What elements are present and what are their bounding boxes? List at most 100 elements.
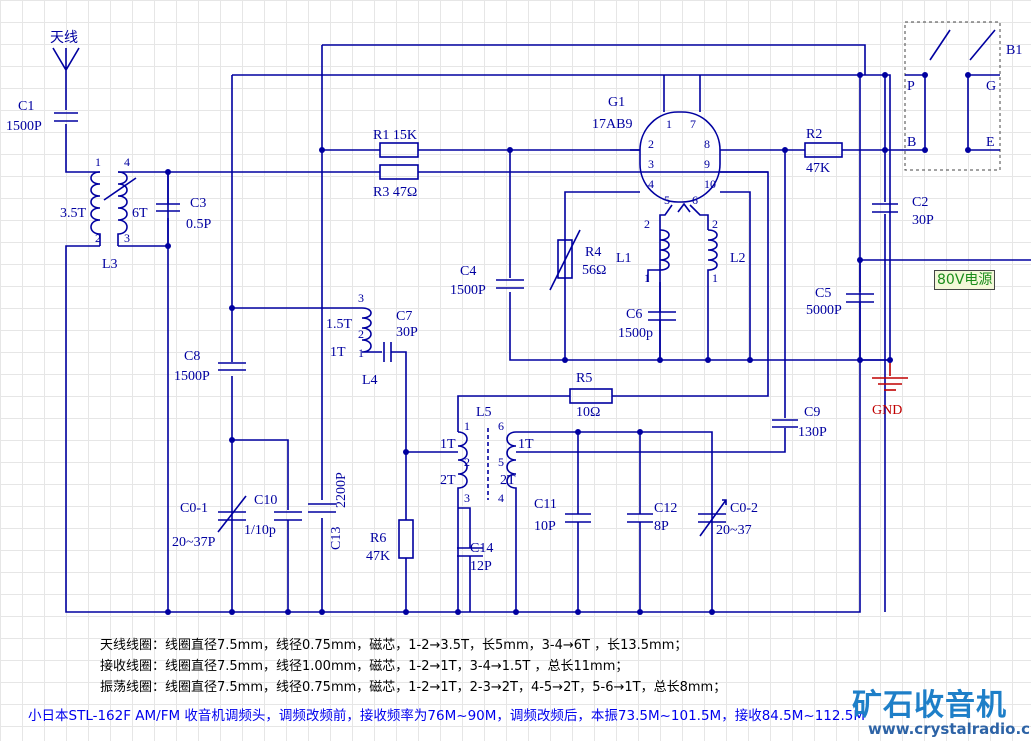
svg-text:3: 3	[124, 231, 130, 245]
svg-text:2: 2	[464, 455, 470, 469]
svg-text:R6: R6	[370, 531, 386, 546]
svg-text:C13: C13	[329, 527, 344, 550]
svg-text:47K: 47K	[366, 549, 390, 564]
svg-text:1: 1	[464, 419, 470, 433]
svg-text:2: 2	[95, 231, 101, 245]
svg-text:10Ω: 10Ω	[576, 405, 600, 420]
svg-text:C5: C5	[815, 286, 831, 301]
svg-text:0.5P: 0.5P	[186, 217, 212, 232]
site-url: www.crystalradio.cn	[868, 720, 1031, 738]
svg-text:GND: GND	[872, 403, 902, 418]
note-oscillator-coil: 振荡线圈：线圈直径7.5mm，线径0.75mm，磁芯，1-2→1T，2-3→2T…	[100, 680, 727, 695]
svg-text:R1 15K: R1 15K	[373, 128, 417, 143]
note-receive-coil: 接收线圈：线圈直径7.5mm，线径1.00mm，磁芯，1-2→1T，3-4→1.…	[100, 659, 629, 674]
svg-text:1T: 1T	[330, 345, 346, 360]
svg-text:47K: 47K	[806, 161, 830, 176]
svg-text:1: 1	[644, 271, 650, 285]
svg-text:R4: R4	[585, 245, 601, 260]
svg-text:4: 4	[124, 155, 130, 169]
power-supply-label: 80V电源	[934, 270, 996, 290]
svg-text:1500P: 1500P	[450, 283, 486, 298]
svg-text:C8: C8	[184, 349, 200, 364]
svg-text:2T: 2T	[440, 473, 456, 488]
svg-text:C4: C4	[460, 264, 476, 279]
svg-text:C2: C2	[912, 195, 928, 210]
svg-text:C14: C14	[470, 541, 493, 556]
svg-text:4: 4	[498, 491, 504, 505]
svg-text:P: P	[907, 79, 915, 94]
svg-text:7: 7	[690, 117, 696, 131]
svg-text:2T: 2T	[500, 473, 516, 488]
svg-text:2: 2	[358, 327, 364, 341]
svg-text:4: 4	[648, 177, 654, 191]
svg-text:5: 5	[498, 455, 504, 469]
svg-text:17AB9: 17AB9	[592, 117, 632, 132]
svg-text:8P: 8P	[654, 519, 669, 534]
note-antenna-coil: 天线线圈：线圈直径7.5mm，线径0.75mm，磁芯，1-2→3.5T，长5mm…	[100, 638, 688, 653]
svg-text:3: 3	[464, 491, 470, 505]
svg-text:1/10p: 1/10p	[244, 523, 276, 538]
svg-text:2200P: 2200P	[334, 472, 349, 508]
svg-text:30P: 30P	[396, 325, 418, 340]
brand-logo: 矿石收音机	[852, 688, 1007, 723]
svg-text:1500P: 1500P	[174, 369, 210, 384]
svg-text:R3 47Ω: R3 47Ω	[373, 185, 417, 200]
svg-text:C11: C11	[534, 497, 557, 512]
svg-text:5: 5	[664, 193, 670, 207]
svg-text:C0-2: C0-2	[730, 501, 758, 516]
svg-text:G1: G1	[608, 95, 625, 110]
svg-text:2: 2	[712, 217, 718, 231]
svg-text:6: 6	[498, 419, 504, 433]
svg-text:1.5T: 1.5T	[326, 317, 353, 332]
ground-icon	[872, 377, 908, 391]
svg-text:C3: C3	[190, 196, 206, 211]
svg-text:56Ω: 56Ω	[582, 263, 606, 278]
svg-text:C10: C10	[254, 493, 277, 508]
svg-text:G: G	[986, 79, 996, 94]
component-labels: 天线 C1 1500P 1 4 2 3 3.5T 6T L3 C3 0.5P R…	[6, 30, 1022, 574]
svg-text:6T: 6T	[132, 206, 148, 221]
svg-text:12P: 12P	[470, 559, 492, 574]
svg-text:C0-1: C0-1	[180, 501, 208, 516]
svg-text:3: 3	[648, 157, 654, 171]
svg-text:6: 6	[692, 193, 698, 207]
svg-text:R5: R5	[576, 371, 592, 386]
svg-text:L4: L4	[362, 373, 378, 388]
svg-text:L5: L5	[476, 405, 492, 420]
svg-text:C9: C9	[804, 405, 820, 420]
svg-text:1500P: 1500P	[6, 119, 42, 134]
svg-text:1: 1	[712, 271, 718, 285]
svg-text:10P: 10P	[534, 519, 556, 534]
svg-text:5000P: 5000P	[806, 303, 842, 318]
svg-text:C12: C12	[654, 501, 677, 516]
svg-text:1T: 1T	[518, 437, 534, 452]
antenna-label: 天线	[50, 30, 78, 46]
svg-text:20~37: 20~37	[716, 523, 752, 538]
svg-text:1T: 1T	[440, 437, 456, 452]
svg-text:8: 8	[704, 137, 710, 151]
svg-text:9: 9	[704, 157, 710, 171]
svg-text:3.5T: 3.5T	[60, 206, 87, 221]
junction-dots	[165, 72, 971, 615]
svg-text:3: 3	[358, 291, 364, 305]
svg-text:L1: L1	[616, 251, 632, 266]
svg-text:E: E	[986, 135, 995, 150]
svg-text:C6: C6	[626, 307, 642, 322]
svg-text:30P: 30P	[912, 213, 934, 228]
svg-text:R2: R2	[806, 127, 822, 142]
footer-caption: 小日本STL-162F AM/FM 收音机调频头，调频改频前，接收频率为76M~…	[28, 708, 866, 724]
svg-text:2: 2	[648, 137, 654, 151]
svg-text:C1: C1	[18, 99, 34, 114]
svg-text:1: 1	[666, 117, 672, 131]
svg-text:C7: C7	[396, 309, 412, 324]
svg-text:1: 1	[358, 346, 364, 360]
svg-text:1500p: 1500p	[618, 326, 653, 341]
svg-text:B1: B1	[1006, 43, 1022, 58]
svg-text:2: 2	[644, 217, 650, 231]
svg-text:10: 10	[704, 177, 716, 191]
svg-text:L3: L3	[102, 257, 118, 272]
svg-text:130P: 130P	[798, 425, 827, 440]
svg-text:L2: L2	[730, 251, 746, 266]
